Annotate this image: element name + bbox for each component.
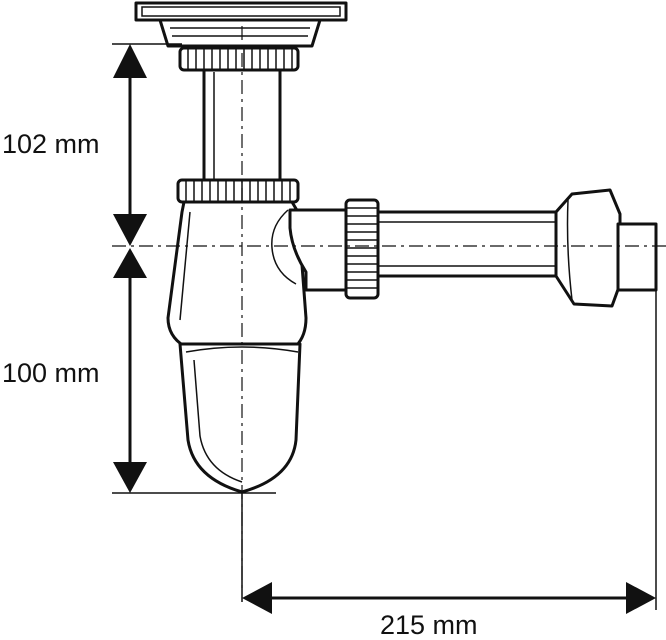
arrowhead-up-icon <box>113 44 147 78</box>
outlet-nut <box>344 198 380 300</box>
arrowhead-down-icon <box>113 462 147 493</box>
outlet-reducer <box>554 188 658 308</box>
middle-threaded-nut <box>176 178 300 204</box>
dimension-label-middle: 100 mm <box>2 358 100 388</box>
arrowhead-up-icon <box>113 248 147 278</box>
drain-strainer-plate <box>134 1 348 48</box>
siphon-body <box>166 200 308 348</box>
upper-threaded-nut <box>178 46 300 72</box>
arrowhead-down-icon <box>113 214 147 246</box>
outlet-pipe <box>288 208 564 292</box>
dimension-label-bottom: 215 mm <box>380 610 478 640</box>
dimension-line-middle <box>113 248 147 493</box>
arrowhead-right-icon <box>626 582 656 614</box>
dimension-line-bottom <box>242 582 656 614</box>
bottom-cup <box>178 342 302 494</box>
extension-lines <box>112 43 657 610</box>
dimension-label-top: 102 mm <box>2 129 100 159</box>
arrowhead-left-icon <box>242 582 272 614</box>
dimension-line-top <box>113 44 147 246</box>
